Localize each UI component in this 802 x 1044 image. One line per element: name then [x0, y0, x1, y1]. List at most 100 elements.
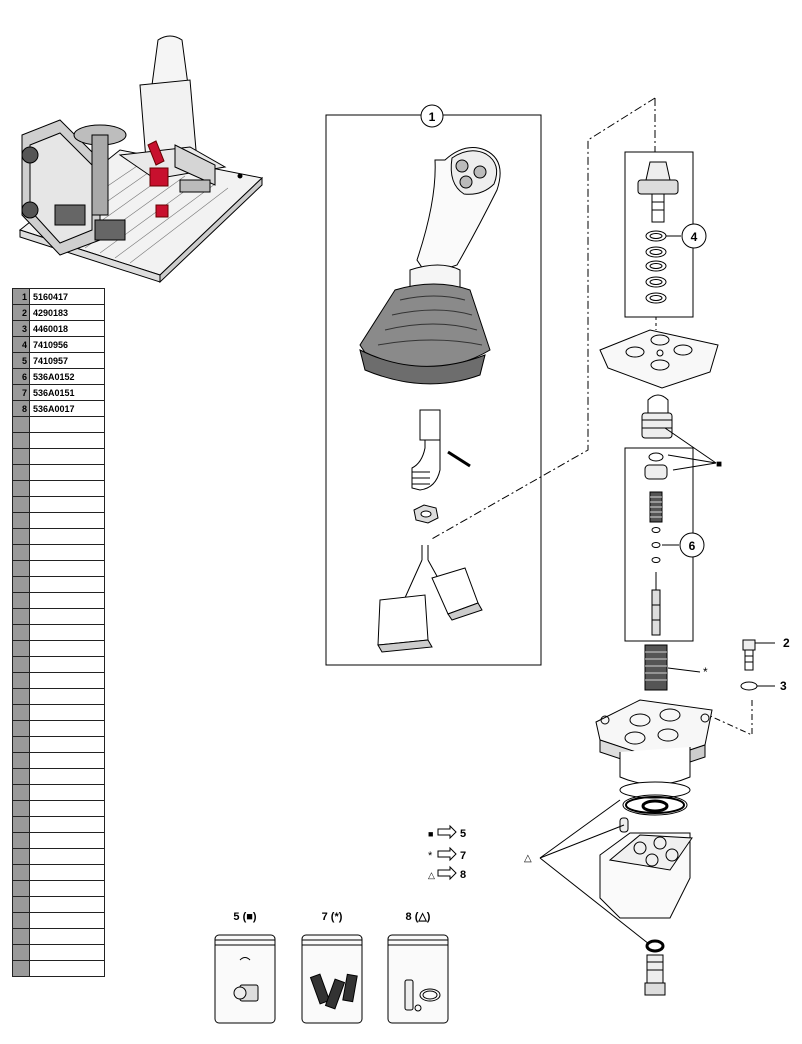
- part-number: 8: [12, 400, 30, 417]
- empty-table-row: [12, 496, 105, 513]
- part-code: [29, 864, 105, 881]
- empty-table-row: [12, 672, 105, 689]
- spring-seat: [644, 452, 668, 480]
- nut: [413, 504, 439, 524]
- empty-table-row: [12, 896, 105, 913]
- empty-table-row: [12, 608, 105, 625]
- callout-6: 6: [662, 532, 705, 558]
- callout-1: 1: [420, 104, 444, 128]
- part-code: 536A0152: [29, 368, 105, 385]
- empty-table-row: [12, 704, 105, 721]
- part-number: [12, 880, 30, 897]
- part-code: 536A0151: [29, 384, 105, 401]
- part-code: [29, 512, 105, 529]
- empty-table-row: [12, 880, 105, 897]
- triangle-mark: △: [524, 853, 532, 864]
- part-number: [12, 496, 30, 513]
- empty-table-row: [12, 864, 105, 881]
- part-code: [29, 656, 105, 673]
- empty-table-row: [12, 480, 105, 497]
- empty-table-row: [12, 720, 105, 737]
- part-code: [29, 640, 105, 657]
- outer-spring: [644, 644, 668, 691]
- part-code: [29, 848, 105, 865]
- empty-table-row: [12, 784, 105, 801]
- part-number: [12, 416, 30, 433]
- empty-table-row: [12, 928, 105, 945]
- part-code: [29, 688, 105, 705]
- washer: [740, 681, 758, 691]
- part-code: [29, 624, 105, 641]
- small-washers: [651, 527, 661, 563]
- part-code: [29, 528, 105, 545]
- part-code: [29, 720, 105, 737]
- part-code: [29, 464, 105, 481]
- part-number: [12, 640, 30, 657]
- part-number: [12, 832, 30, 849]
- part-number: [12, 608, 30, 625]
- part-number: [12, 528, 30, 545]
- joystick-handle: [409, 147, 501, 296]
- part-code: [29, 816, 105, 833]
- part-number: 6: [12, 368, 30, 385]
- part-code: [29, 544, 105, 561]
- part-code: [29, 928, 105, 945]
- part-number: [12, 752, 30, 769]
- part-number: [12, 576, 30, 593]
- part-code: [29, 944, 105, 961]
- part-number: [12, 624, 30, 641]
- part-number: [12, 944, 30, 961]
- part-code: [29, 768, 105, 785]
- part-number: 5: [12, 352, 30, 369]
- part-code: [29, 752, 105, 769]
- empty-table-row: [12, 768, 105, 785]
- part-number: [12, 896, 30, 913]
- empty-table-row: [12, 416, 105, 433]
- part-code: [29, 736, 105, 753]
- o-ring-stack: [645, 230, 667, 304]
- empty-table-row: [12, 960, 105, 977]
- part-number: [12, 864, 30, 881]
- part-code: [29, 704, 105, 721]
- empty-table-row: [12, 736, 105, 753]
- callout-2: 2: [783, 636, 790, 650]
- empty-table-row: [12, 912, 105, 929]
- part-number: [12, 448, 30, 465]
- part-code: [29, 416, 105, 433]
- rubber-boot: [359, 283, 491, 385]
- part-code: [29, 896, 105, 913]
- square-mark: ■: [716, 459, 722, 470]
- part-number: 1: [12, 288, 30, 305]
- part-code: 536A0017: [29, 400, 105, 417]
- part-number: [12, 816, 30, 833]
- part-number: [12, 960, 30, 977]
- empty-table-row: [12, 752, 105, 769]
- part-code: [29, 784, 105, 801]
- part-code: [29, 496, 105, 513]
- legend-symbol-1: ■: [428, 829, 433, 839]
- legend-kit-1: 5: [460, 828, 466, 840]
- part-code: [29, 832, 105, 849]
- connectors: [377, 545, 483, 653]
- screw: [742, 639, 756, 671]
- empty-table-row: [12, 944, 105, 961]
- plunger-top: [637, 161, 679, 223]
- part-number: [12, 688, 30, 705]
- base-block: [599, 817, 693, 919]
- part-number: 4: [12, 336, 30, 353]
- part-number: [12, 720, 30, 737]
- cover-plate: [599, 329, 719, 389]
- part-code: 5160417: [29, 288, 105, 305]
- part-number: [12, 560, 30, 577]
- empty-table-row: [12, 592, 105, 609]
- empty-table-row: [12, 560, 105, 577]
- kit-bag-5: [214, 934, 276, 1024]
- part-number: [12, 768, 30, 785]
- kit-bag-8: [387, 934, 449, 1024]
